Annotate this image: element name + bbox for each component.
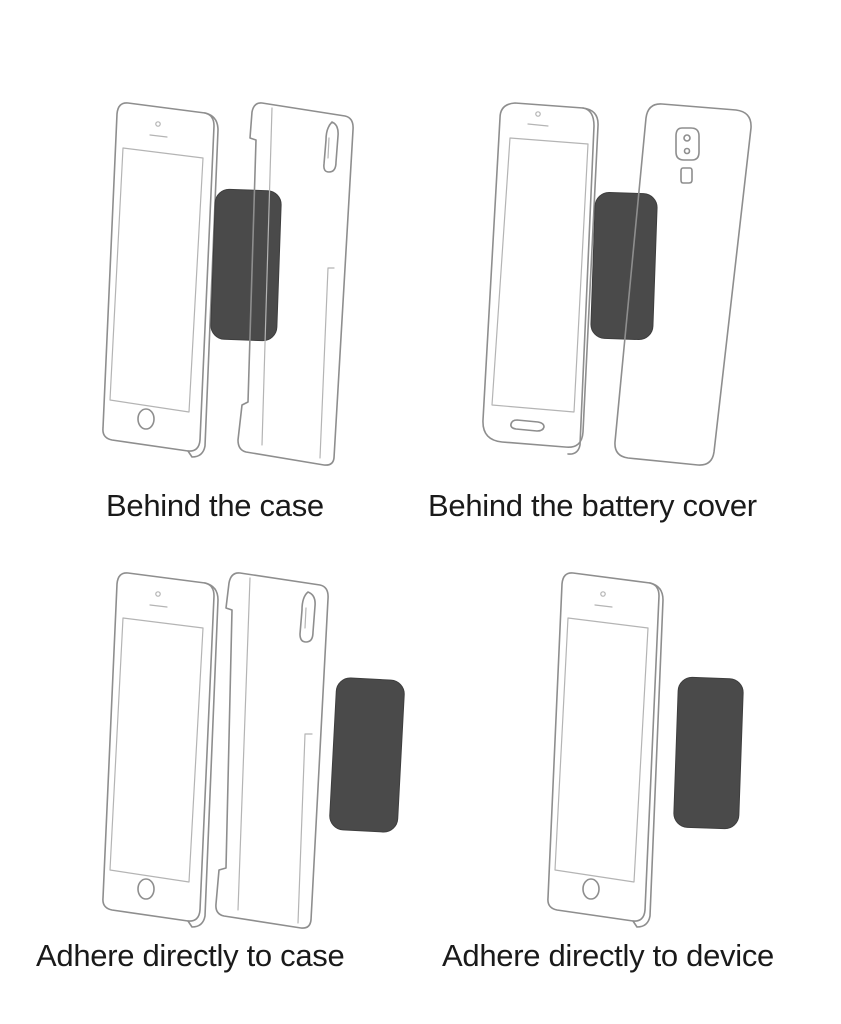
- magnetic-plate: [673, 676, 744, 830]
- magnetic-plate: [590, 191, 658, 341]
- battery-cover-icon: [614, 103, 752, 466]
- panel-behind-the-case: Behind the case: [0, 0, 420, 523]
- iphone-icon: [102, 102, 219, 458]
- caption-adhere-directly-to-case: Adhere directly to case: [36, 938, 345, 973]
- panel-adhere-directly-to-case: Adhere directly to case: [0, 540, 420, 1024]
- iphone-with-case-illustration: [102, 102, 354, 466]
- caption-adhere-directly-to-device: Adhere directly to device: [442, 938, 774, 973]
- android-with-battery-cover-illustration: [482, 102, 752, 466]
- panel-adhere-directly-to-device: Adhere directly to device: [420, 540, 841, 1024]
- iphone-case-plate-outside-illustration: [102, 572, 405, 929]
- phone-case-icon: [215, 572, 329, 929]
- phone-case-icon: [237, 102, 354, 466]
- caption-behind-the-battery-cover: Behind the battery cover: [428, 488, 757, 523]
- iphone-icon: [547, 572, 664, 928]
- iphone-plate-on-device-illustration: [547, 572, 744, 928]
- caption-behind-the-case: Behind the case: [106, 488, 324, 523]
- android-phone-icon: [482, 102, 599, 455]
- iphone-icon: [102, 572, 219, 928]
- panel-behind-the-battery-cover: Behind the battery cover: [420, 0, 841, 523]
- magnetic-plate: [210, 188, 282, 342]
- magnetic-plate: [329, 677, 405, 833]
